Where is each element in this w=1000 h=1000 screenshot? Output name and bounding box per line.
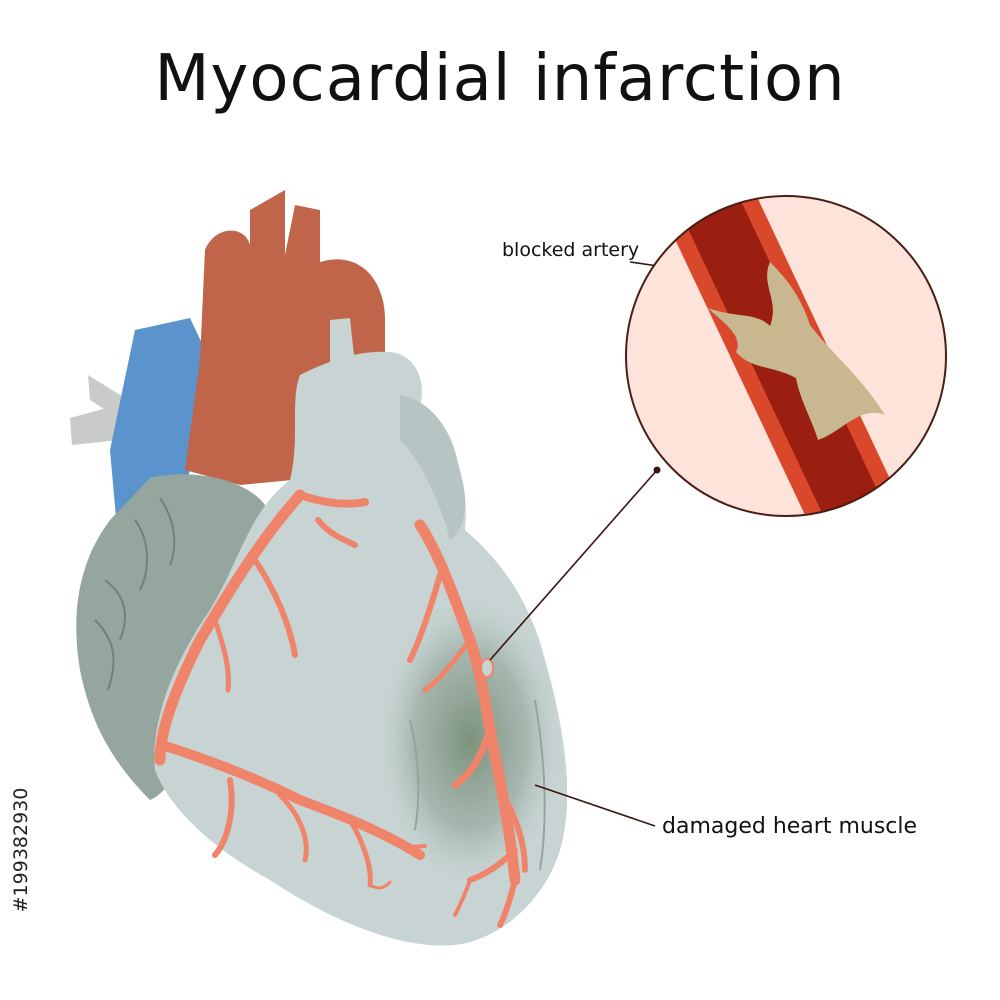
pulmonary-trunk [330,318,410,440]
damaged-muscle-label: damaged heart muscle [662,814,918,839]
damaged-region [375,590,565,890]
coronary-arteries [154,489,528,928]
watermark-id: #199382930 [6,735,36,965]
damaged-leader-line [534,784,656,827]
atrium-folds [94,497,176,691]
blocked-artery-label: blocked artery [502,239,640,261]
page-title: Myocardial infarction [154,42,846,116]
blocked-leader-line [489,469,658,661]
plaque-deposit [708,262,885,440]
pulmonary-veins [70,375,125,445]
blocked-leader-dot [653,466,661,474]
right-atrium [76,474,265,800]
left-appendage [400,395,466,540]
blockage-marker [480,658,494,678]
watermark-id-text: #199382930 [10,787,32,913]
zoom-lens [625,195,947,517]
